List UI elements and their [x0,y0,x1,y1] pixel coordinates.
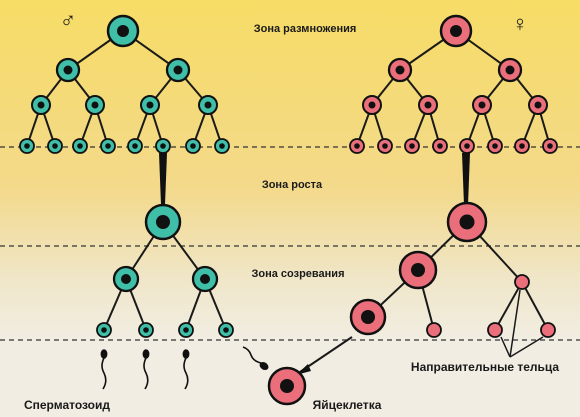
cell-male-2 [55,57,81,83]
cell-male-4 [100,138,116,154]
cell-female-3 [528,95,548,115]
sperm-approaching-egg [242,346,269,371]
label-sperm: Сперматозоид [24,398,110,412]
polar-body [487,322,503,338]
polar-body-pointers [500,289,544,358]
cell-male-4 [127,138,143,154]
cell-male-2 [165,57,191,83]
cell-female-maturing [398,250,438,290]
egg-cell [267,366,307,406]
polar-body [426,322,442,338]
cell-female-4 [349,138,365,154]
sperm [182,349,190,390]
male-cells [19,14,234,338]
polar-body [540,322,556,338]
cell-male-maturing [112,265,140,293]
background-zones [0,0,580,340]
cell-male-4 [185,138,201,154]
cell-female-4 [432,138,448,154]
zone-label-maturation: Зона созревания [252,268,345,280]
cell-male-spermatid [96,322,112,338]
label-egg: Яйцеклетка [313,398,382,412]
cell-female-3 [418,95,438,115]
cell-female-4 [377,138,393,154]
cell-male-3 [140,95,160,115]
cell-female-4 [404,138,420,154]
cell-male-4 [214,138,230,154]
cell-male-4 [19,138,35,154]
cell-female-3 [472,95,492,115]
cell-male-maturing [191,265,219,293]
sperm [100,349,108,390]
zone-label-growth: Зона роста [262,179,323,191]
cell-female-4 [459,138,475,154]
cell-female-1 [439,14,473,48]
sperm [142,349,150,390]
cell-male-spermatid [138,322,154,338]
cell-female-4 [514,138,530,154]
cell-female-grown [446,201,488,243]
cell-male-spermatid [218,322,234,338]
cell-male-3 [31,95,51,115]
male-growth-arrow [159,153,167,205]
cell-male-3 [85,95,105,115]
label-polar-bodies: Направительные тельца [411,360,559,374]
cell-male-4 [47,138,63,154]
cell-female-4 [487,138,503,154]
cell-female-2 [497,57,523,83]
female-cells [267,14,558,406]
cell-male-grown [144,203,182,241]
cell-female-2 [387,57,413,83]
zone-dividers [0,146,580,341]
cell-female-4 [542,138,558,154]
female-symbol: ♀ [512,11,529,36]
sperm-cells [100,346,269,390]
cell-male-4 [72,138,88,154]
cell-male-1 [106,14,140,48]
cell-female-3 [362,95,382,115]
female-growth-arrow [462,153,470,205]
cell-male-3 [198,95,218,115]
cell-male-spermatid [178,322,194,338]
polar-body [514,274,530,290]
cell-male-4 [155,138,171,154]
zone-label-reproduction: Зона размножения [254,23,357,35]
cell-female-maturing-2 [349,298,387,336]
male-symbol: ♂ [60,7,77,32]
